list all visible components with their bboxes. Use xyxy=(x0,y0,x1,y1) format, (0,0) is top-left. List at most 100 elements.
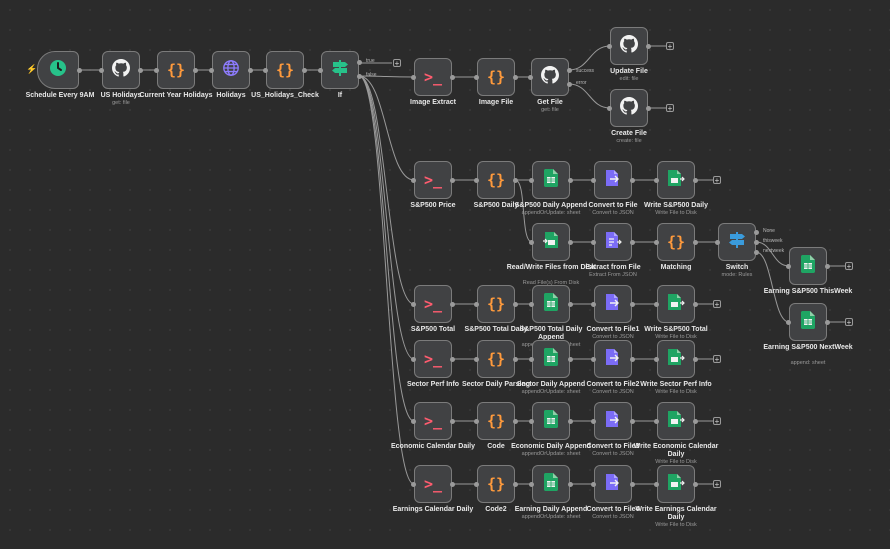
output-port[interactable] xyxy=(646,105,651,111)
output-port[interactable] xyxy=(567,67,572,73)
node-us-holidays-check[interactable]: {} xyxy=(266,51,304,89)
input-port[interactable] xyxy=(529,481,534,487)
input-port[interactable] xyxy=(474,301,479,307)
input-port[interactable] xyxy=(591,356,596,362)
output-port[interactable] xyxy=(754,239,759,245)
output-port[interactable] xyxy=(693,418,698,424)
input-port[interactable] xyxy=(786,319,791,325)
output-port[interactable] xyxy=(825,319,830,325)
add-node-button[interactable]: + xyxy=(666,104,674,113)
add-node-button[interactable]: + xyxy=(713,300,721,309)
output-port[interactable] xyxy=(248,67,253,73)
input-port[interactable] xyxy=(654,239,659,245)
input-port[interactable] xyxy=(591,481,596,487)
output-port[interactable] xyxy=(630,418,635,424)
connection-if-to-image_extract[interactable] xyxy=(358,75,415,78)
node-write-sector-perf[interactable] xyxy=(657,340,695,378)
node-write-sp500-total[interactable] xyxy=(657,285,695,323)
output-port[interactable] xyxy=(754,229,759,235)
connection-if-to-sector_perf_info[interactable] xyxy=(358,75,415,360)
input-port[interactable] xyxy=(411,74,416,80)
node-convert-to-file2[interactable] xyxy=(594,340,632,378)
output-port[interactable] xyxy=(630,356,635,362)
output-port[interactable] xyxy=(513,74,518,80)
input-port[interactable] xyxy=(529,177,534,183)
output-port[interactable] xyxy=(630,481,635,487)
node-economic-calendar[interactable]: >_ xyxy=(414,402,452,440)
output-port[interactable] xyxy=(630,177,635,183)
input-port[interactable] xyxy=(318,67,323,73)
output-port[interactable] xyxy=(825,263,830,269)
output-port[interactable] xyxy=(513,481,518,487)
node-update-file[interactable] xyxy=(610,27,648,65)
connection-switch-to-earning_this_week[interactable] xyxy=(755,241,790,267)
input-port[interactable] xyxy=(411,418,416,424)
output-port[interactable] xyxy=(568,239,573,245)
output-port[interactable] xyxy=(513,356,518,362)
output-port[interactable] xyxy=(357,59,362,65)
output-port[interactable] xyxy=(568,301,573,307)
connection-if-to-economic_calendar[interactable] xyxy=(358,75,415,422)
node-convert-to-file3[interactable] xyxy=(594,402,632,440)
node-sector-daily-append[interactable] xyxy=(532,340,570,378)
input-port[interactable] xyxy=(654,418,659,424)
output-port[interactable] xyxy=(693,239,698,245)
input-port[interactable] xyxy=(411,177,416,183)
output-port[interactable] xyxy=(193,67,198,73)
node-sector-perf-info[interactable]: >_ xyxy=(414,340,452,378)
input-port[interactable] xyxy=(411,301,416,307)
output-port[interactable] xyxy=(693,356,698,362)
node-earning-next-week[interactable] xyxy=(789,303,827,341)
input-port[interactable] xyxy=(529,239,534,245)
output-port[interactable] xyxy=(450,177,455,183)
output-port[interactable] xyxy=(754,249,759,255)
input-port[interactable] xyxy=(654,301,659,307)
output-port[interactable] xyxy=(357,73,362,79)
node-create-file[interactable] xyxy=(610,89,648,127)
input-port[interactable] xyxy=(474,418,479,424)
input-port[interactable] xyxy=(607,43,612,49)
output-port[interactable] xyxy=(513,418,518,424)
output-port[interactable] xyxy=(567,81,572,87)
node-if[interactable] xyxy=(321,51,359,89)
node-sp500-price[interactable]: >_ xyxy=(414,161,452,199)
input-port[interactable] xyxy=(99,67,104,73)
output-port[interactable] xyxy=(693,481,698,487)
connection-get_file-to-update_file[interactable] xyxy=(568,45,611,71)
output-port[interactable] xyxy=(568,418,573,424)
input-port[interactable] xyxy=(474,481,479,487)
add-node-button[interactable]: + xyxy=(845,262,853,271)
input-port[interactable] xyxy=(654,356,659,362)
input-port[interactable] xyxy=(474,356,479,362)
node-code[interactable]: {} xyxy=(477,402,515,440)
output-port[interactable] xyxy=(693,301,698,307)
node-read-write-files[interactable] xyxy=(532,223,570,261)
connection-if-to-sp500_total[interactable] xyxy=(358,75,415,305)
node-matching[interactable]: {} xyxy=(657,223,695,261)
output-port[interactable] xyxy=(450,74,455,80)
output-port[interactable] xyxy=(630,301,635,307)
node-economic-daily-append[interactable] xyxy=(532,402,570,440)
if-true-add-button[interactable]: + xyxy=(393,59,401,68)
add-node-button[interactable]: + xyxy=(845,318,853,327)
output-port[interactable] xyxy=(138,67,143,73)
add-node-button[interactable]: + xyxy=(713,176,721,185)
output-port[interactable] xyxy=(568,177,573,183)
input-port[interactable] xyxy=(591,177,596,183)
node-current-year[interactable]: {} xyxy=(157,51,195,89)
input-port[interactable] xyxy=(591,418,596,424)
output-port[interactable] xyxy=(630,239,635,245)
input-port[interactable] xyxy=(715,239,720,245)
input-port[interactable] xyxy=(411,481,416,487)
input-port[interactable] xyxy=(474,177,479,183)
input-port[interactable] xyxy=(529,301,534,307)
output-port[interactable] xyxy=(568,356,573,362)
node-sector-daily-parsing[interactable]: {} xyxy=(477,340,515,378)
node-sp500-daily-append[interactable] xyxy=(532,161,570,199)
node-convert-to-file1[interactable] xyxy=(594,285,632,323)
output-port[interactable] xyxy=(513,177,518,183)
node-write-earnings-calendar[interactable] xyxy=(657,465,695,503)
input-port[interactable] xyxy=(654,177,659,183)
output-port[interactable] xyxy=(693,177,698,183)
